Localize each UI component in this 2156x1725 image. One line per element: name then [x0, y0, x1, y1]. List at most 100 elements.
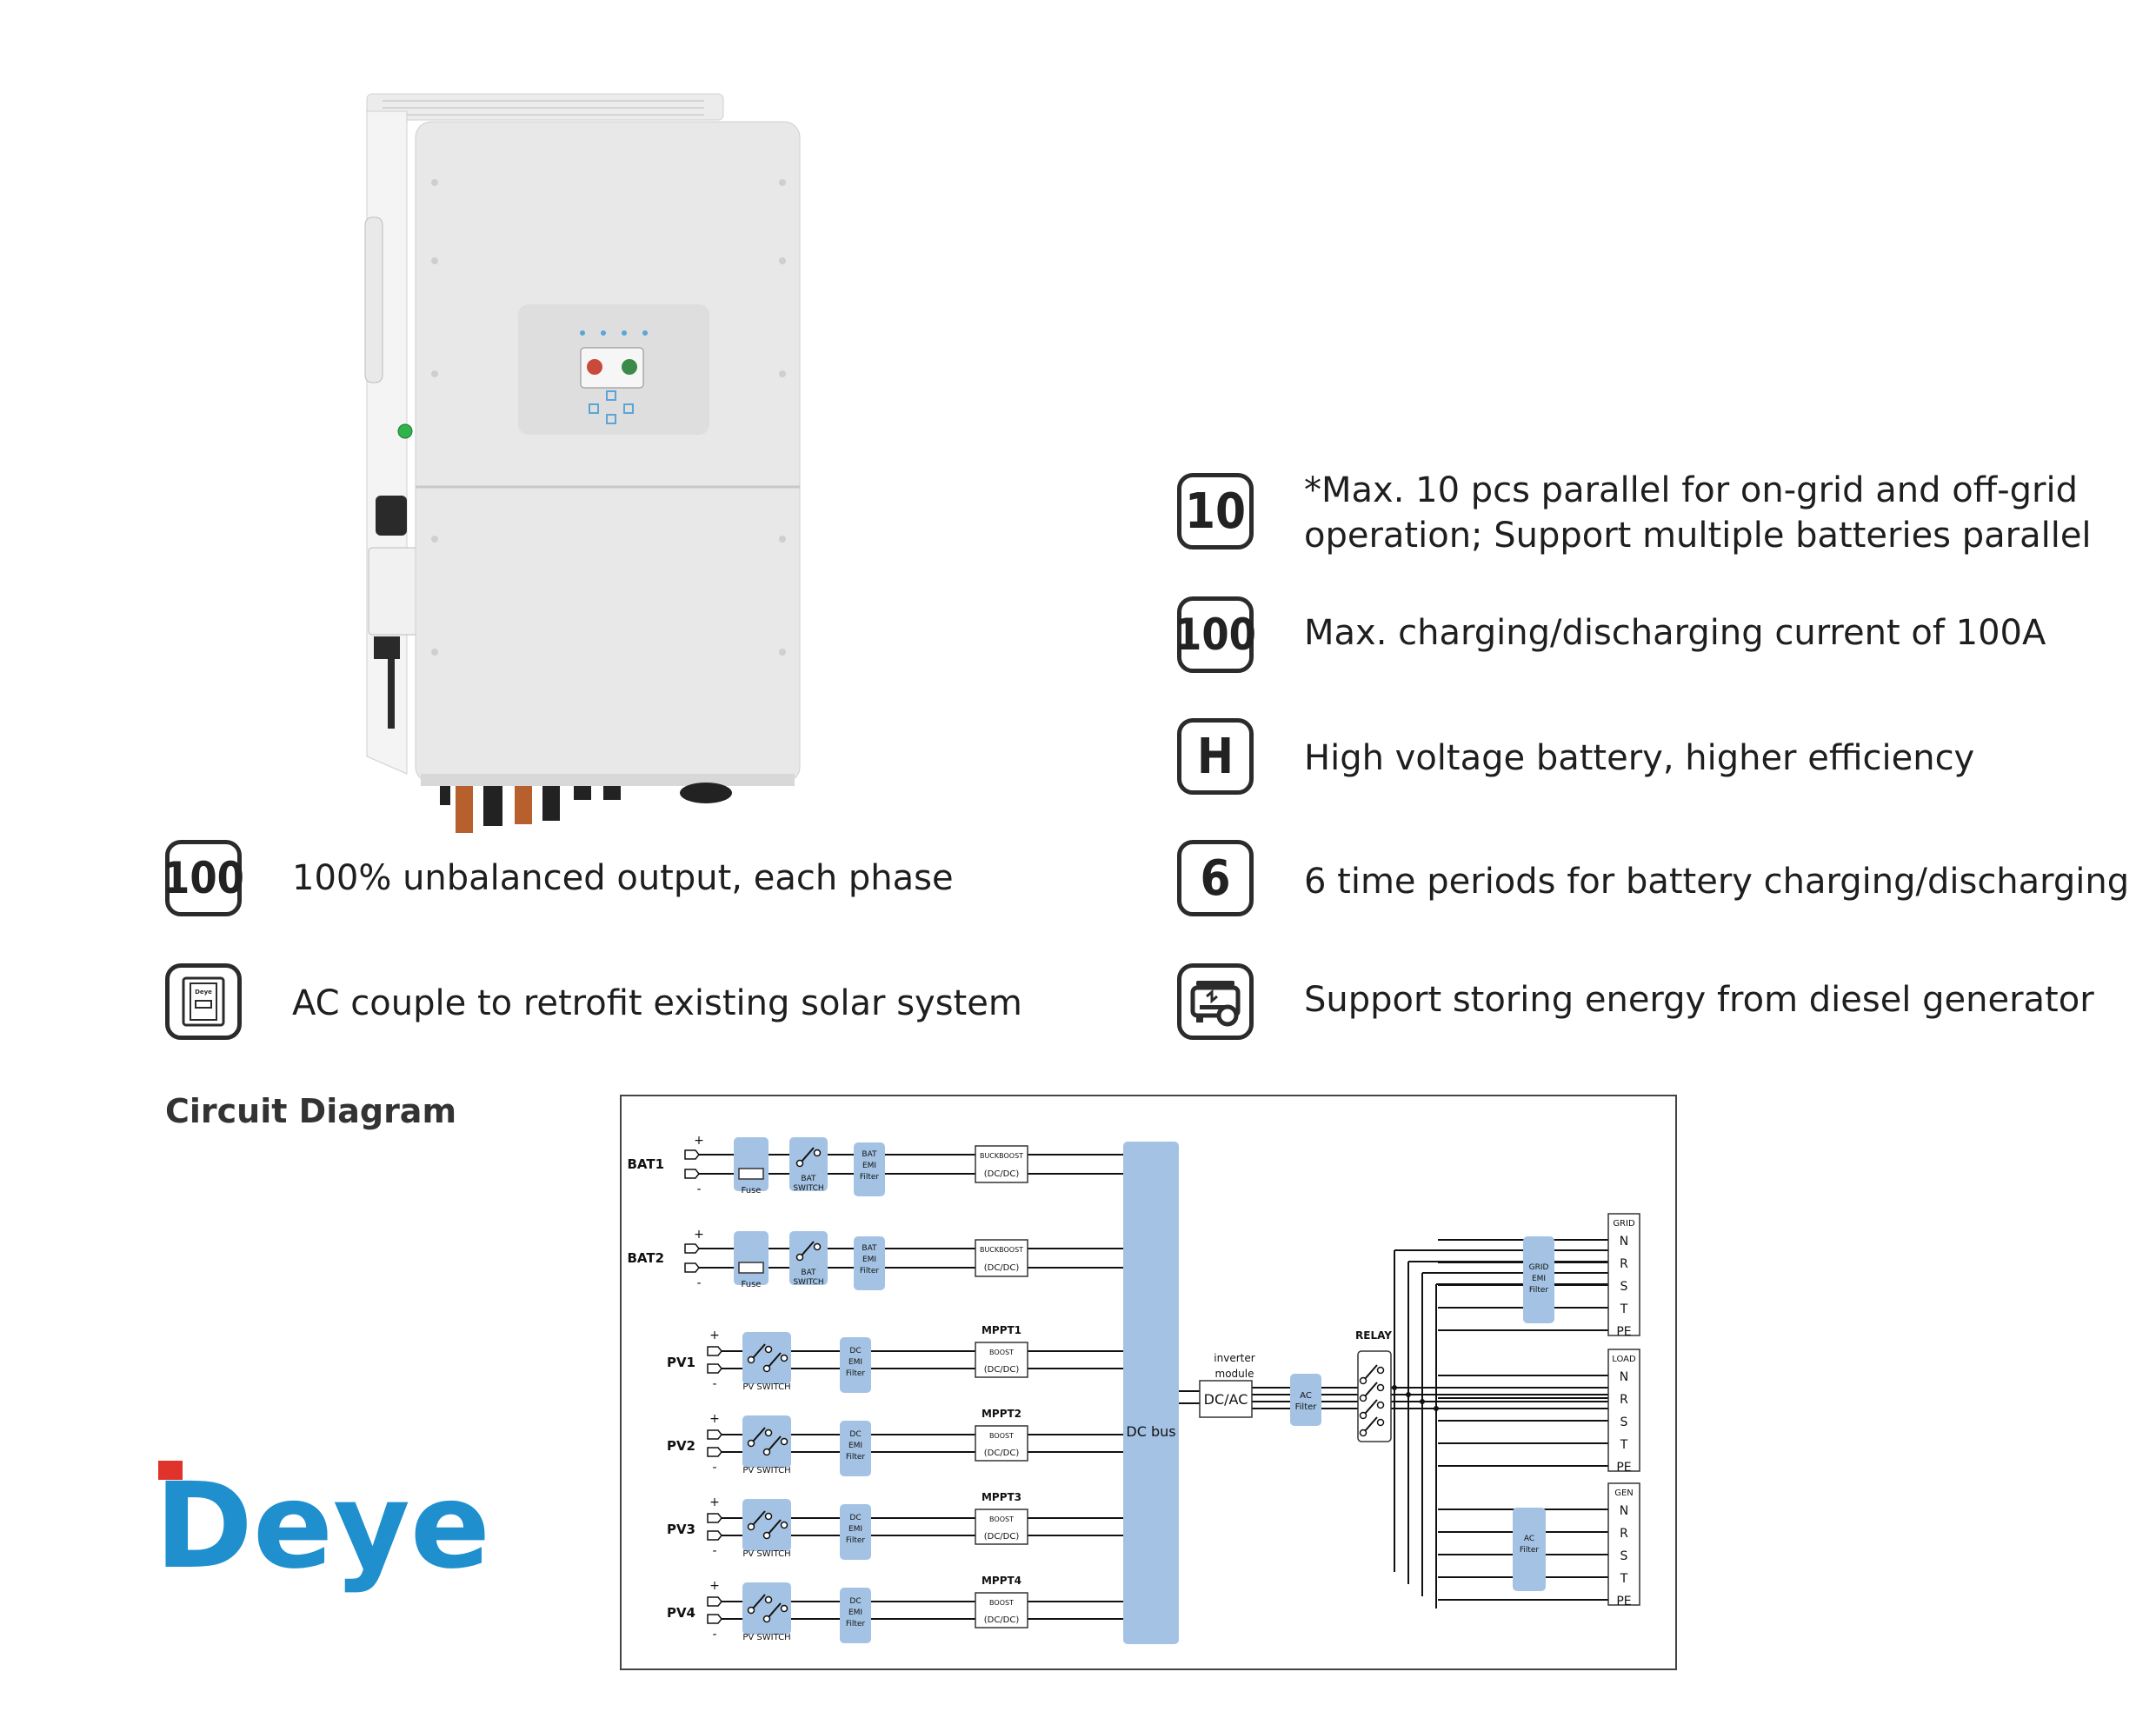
bat-emi-filter-block: [854, 1142, 885, 1196]
gen-ac-filter-label: Filter: [1520, 1546, 1540, 1555]
minus-sign: -: [696, 1182, 701, 1196]
bat-emi-filter-block: [854, 1236, 885, 1290]
pv-label: PV2: [667, 1438, 695, 1454]
boost-label: (DC/DC): [984, 1615, 1020, 1625]
switch-icon: [747, 1427, 773, 1448]
gen-ac-filter-block: [1513, 1508, 1546, 1591]
dc-emi-filter-label: EMI: [848, 1525, 862, 1534]
dc-emi-filter-label: DC: [849, 1597, 861, 1606]
feature-current-text: Max. charging/discharging current of 100…: [1304, 613, 2046, 653]
feature-high-voltage-text: High voltage battery, higher efficiency: [1304, 738, 1975, 778]
terminal-line: R: [1620, 1393, 1628, 1407]
unbalanced-100-icon: 100: [163, 840, 244, 916]
feature-unbalanced-text: 100% unbalanced output, each phase: [292, 858, 954, 898]
terminal-line: PE: [1616, 1325, 1631, 1339]
pv-terminal: [707, 1363, 722, 1374]
terminal-line: S: [1620, 1415, 1628, 1429]
junction-dot: [1392, 1385, 1397, 1390]
grid-emi-filter-label: Filter: [1529, 1286, 1549, 1295]
dc-emi-filter-label: EMI: [848, 1608, 862, 1617]
boost-label: BOOST: [989, 1599, 1014, 1607]
terminal-name: GRID: [1613, 1219, 1635, 1229]
terminal-block: [1607, 1349, 1640, 1472]
switch-icon: [747, 1594, 773, 1615]
feature-generator-text: Support storing energy from diesel gener…: [1304, 980, 2094, 1020]
pv-terminal: [707, 1346, 722, 1356]
pv-label: PV1: [667, 1355, 695, 1370]
dc-emi-filter-label: Filter: [846, 1453, 866, 1462]
fuse-symbol: [738, 1262, 764, 1274]
battery-label: BAT2: [627, 1250, 664, 1266]
minus-sign: -: [696, 1276, 701, 1290]
boost-label: BOOST: [989, 1515, 1014, 1523]
generator-icon: [1177, 963, 1254, 1040]
pv-label: PV3: [667, 1522, 695, 1537]
dc-bus-label: DC bus: [1126, 1423, 1175, 1440]
bat-emi-filter-label: BAT: [862, 1244, 877, 1253]
terminal-line: T: [1620, 1302, 1628, 1316]
switch-icon: [795, 1147, 822, 1168]
minus-sign: -: [712, 1461, 716, 1475]
pv-switch-label: PV SWITCH: [742, 1633, 790, 1642]
buckboost-label: (DC/DC): [984, 1263, 1020, 1273]
battery-label: BAT1: [627, 1156, 664, 1172]
minus-sign: -: [712, 1628, 716, 1642]
boost-label: (DC/DC): [984, 1365, 1020, 1375]
bat-emi-filter-label: Filter: [860, 1173, 880, 1182]
junction-dot: [1434, 1406, 1439, 1411]
boost-label: (DC/DC): [984, 1532, 1020, 1542]
terminal-name: LOAD: [1612, 1355, 1636, 1364]
relay-label: RELAY: [1355, 1329, 1392, 1342]
boost-label: BOOST: [989, 1349, 1014, 1356]
mppt-label: MPPT3: [982, 1491, 1021, 1503]
minus-sign: -: [712, 1377, 716, 1391]
terminal-name: GEN: [1614, 1489, 1634, 1498]
bat-switch-label: SWITCH: [793, 1278, 823, 1287]
dc-emi-filter-block: [840, 1504, 871, 1560]
minus-sign: -: [712, 1544, 716, 1558]
ac-filter-label: AC: [1300, 1391, 1312, 1401]
dc-emi-filter-label: Filter: [846, 1369, 866, 1378]
terminal-line: T: [1620, 1572, 1628, 1586]
relay-switch-icon: [1359, 1399, 1385, 1420]
feature-ac-couple-text: AC couple to retrofit existing solar sys…: [292, 983, 1022, 1023]
circuit-diagram: DC busBAT1+-FuseBATSWITCHBATEMIFilterBUC…: [620, 1095, 1677, 1670]
pv-terminal: [707, 1530, 722, 1541]
switch-icon: [762, 1435, 789, 1456]
feature-time-periods-text: 6 time periods for battery charging/disc…: [1304, 862, 2130, 902]
relay-switch-icon: [1359, 1364, 1385, 1385]
plus-sign: +: [709, 1579, 720, 1593]
grid-emi-filter-block: [1523, 1236, 1554, 1323]
buckboost-converter: [975, 1145, 1028, 1183]
circuit-diagram-title: Circuit Diagram: [165, 1092, 457, 1130]
switch-icon: [747, 1343, 773, 1364]
switch-icon: [762, 1602, 789, 1623]
pv-switch-label: PV SWITCH: [742, 1466, 790, 1475]
boost-converter: [975, 1342, 1028, 1378]
grid-emi-filter-label: GRID: [1529, 1263, 1549, 1272]
meter-icon-label: Deye: [195, 989, 212, 996]
dc-emi-filter-label: Filter: [846, 1620, 866, 1628]
bat-emi-filter-label: EMI: [862, 1162, 876, 1170]
pv-switch-block: [742, 1332, 791, 1384]
dc-bus: [1123, 1142, 1179, 1644]
pv-terminal: [707, 1447, 722, 1457]
feature-parallel-text: *Max. 10 pcs parallel for on-grid and of…: [1304, 470, 2092, 556]
boost-converter: [975, 1592, 1028, 1628]
pv-switch-block: [742, 1415, 791, 1468]
terminal-line: N: [1620, 1504, 1628, 1518]
fuse-block: [734, 1231, 769, 1285]
inverter-product-image: [364, 93, 801, 833]
terminal-line: S: [1620, 1549, 1628, 1563]
pv-switch-block: [742, 1582, 791, 1635]
terminal-block: [1607, 1213, 1640, 1336]
inverter-module-label: module: [1215, 1368, 1254, 1380]
pv-label: PV4: [667, 1605, 695, 1621]
relay-box: [1357, 1350, 1392, 1442]
bat-emi-filter-label: Filter: [860, 1267, 880, 1275]
boost-converter: [975, 1509, 1028, 1545]
pv-terminal: [707, 1513, 722, 1523]
dc-emi-filter-label: EMI: [848, 1442, 862, 1450]
relay-switch-icon: [1359, 1382, 1385, 1402]
switch-icon: [795, 1241, 822, 1262]
